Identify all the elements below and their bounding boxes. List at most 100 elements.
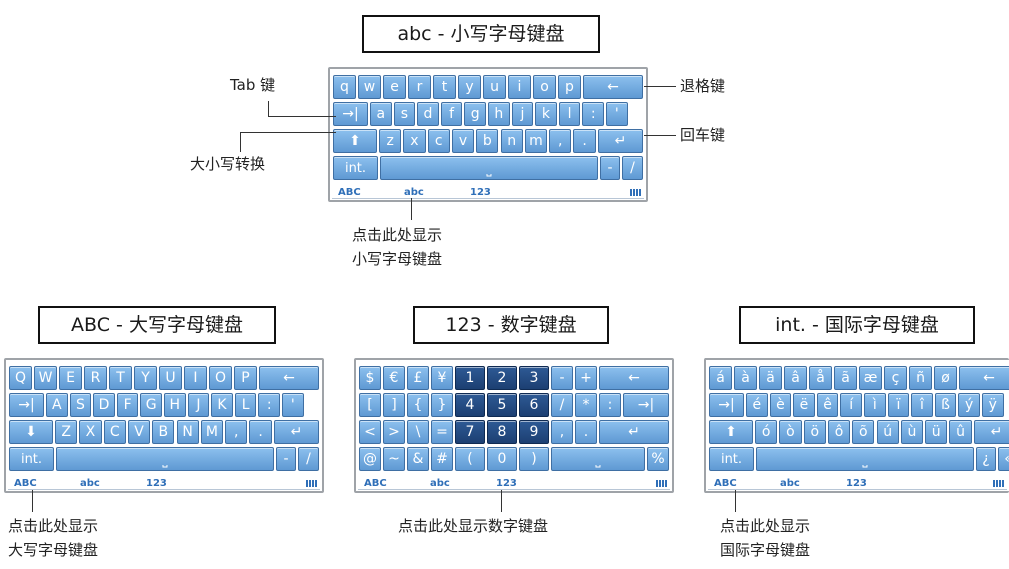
lower-key-r0-7[interactable]: i (508, 75, 531, 99)
lower-tab-abc[interactable]: abc (404, 187, 424, 198)
lower-key-r2-4[interactable]: v (451, 129, 475, 153)
numeric-key-r0-8[interactable]: + (575, 366, 597, 390)
numeric-key-r1-5[interactable]: 5 (487, 393, 517, 417)
numeric-key-r3-2[interactable]: & (407, 447, 429, 471)
intl-key-r0-4[interactable]: å (809, 366, 832, 390)
upper-key-r3-2[interactable]: - (276, 447, 296, 471)
upper-key-r0-10[interactable]: ← (259, 366, 319, 390)
lower-key-r1-2[interactable]: s (393, 102, 416, 126)
upper-key-r2-10[interactable]: ↵ (274, 420, 319, 444)
numeric-key-r1-8[interactable]: * (575, 393, 597, 417)
numeric-key-r2-1[interactable]: > (383, 420, 405, 444)
lower-key-r0-6[interactable]: u (483, 75, 506, 99)
lower-key-r2-6[interactable]: n (500, 129, 523, 153)
numeric-key-r2-0[interactable]: < (359, 420, 381, 444)
upper-key-r1-9[interactable]: L (234, 393, 257, 417)
intl-key-r1-5[interactable]: í (840, 393, 862, 417)
lower-key-r3-2[interactable]: - (600, 156, 620, 180)
intl-key-r0-7[interactable]: ç (884, 366, 907, 390)
intl-key-r1-0[interactable]: →| (709, 393, 744, 417)
upper-key-r0-6[interactable]: U (159, 366, 182, 390)
lower-tab-123[interactable]: 123 (470, 187, 491, 198)
numeric-key-r0-2[interactable]: £ (407, 366, 429, 390)
intl-key-r0-9[interactable]: ø (934, 366, 957, 390)
upper-key-r1-6[interactable]: H (164, 393, 186, 417)
numeric-key-r1-3[interactable]: } (431, 393, 453, 417)
upper-key-r1-4[interactable]: F (116, 393, 139, 417)
numeric-key-r0-6[interactable]: 3 (519, 366, 549, 390)
numeric-key-r0-1[interactable]: € (383, 366, 405, 390)
lower-key-r0-0[interactable]: q (333, 75, 356, 99)
upper-key-r0-2[interactable]: E (59, 366, 82, 390)
numeric-tab-123[interactable]: 123 (496, 478, 517, 489)
intl-key-r1-2[interactable]: è (769, 393, 792, 417)
upper-key-r0-7[interactable]: I (184, 366, 207, 390)
lower-keyboard-grid-icon[interactable] (630, 189, 642, 196)
lower-key-r2-5[interactable]: b (476, 129, 499, 153)
numeric-key-r1-1[interactable]: ] (383, 393, 405, 417)
lower-key-r1-11[interactable]: ' (606, 102, 628, 126)
numeric-key-r3-7[interactable]: ⎵ (551, 447, 645, 471)
lower-key-r3-1[interactable]: ⎵ (380, 156, 598, 180)
intl-key-r2-8[interactable]: ü (925, 420, 948, 444)
intl-key-r0-2[interactable]: ä (759, 366, 782, 390)
intl-key-r0-3[interactable]: â (784, 366, 807, 390)
upper-key-r2-5[interactable]: B (152, 420, 175, 444)
upper-key-r0-0[interactable]: Q (9, 366, 32, 390)
lower-key-r0-4[interactable]: t (433, 75, 456, 99)
lower-key-r3-3[interactable]: / (622, 156, 643, 180)
upper-key-r2-0[interactable]: ⬇ (9, 420, 53, 444)
numeric-key-r2-8[interactable]: . (575, 420, 597, 444)
intl-key-r0-8[interactable]: ñ (909, 366, 932, 390)
lower-key-r2-8[interactable]: , (549, 129, 572, 153)
lower-key-r0-5[interactable]: y (458, 75, 481, 99)
numeric-tab-abc[interactable]: ABC (364, 478, 387, 489)
lower-key-r0-2[interactable]: e (383, 75, 406, 99)
intl-key-r2-5[interactable]: õ (852, 420, 875, 444)
intl-key-r1-1[interactable]: é (746, 393, 768, 417)
lower-key-r1-1[interactable]: a (370, 102, 392, 126)
upper-key-r3-0[interactable]: int. (9, 447, 54, 471)
intl-keyboard-grid-icon[interactable] (993, 480, 1005, 487)
numeric-key-r1-4[interactable]: 4 (455, 393, 485, 417)
lower-key-r0-10[interactable]: ← (583, 75, 643, 99)
upper-key-r1-8[interactable]: K (211, 393, 233, 417)
upper-key-r0-1[interactable]: W (34, 366, 57, 390)
intl-key-r0-1[interactable]: à (734, 366, 757, 390)
upper-keyboard-grid-icon[interactable] (306, 480, 318, 487)
upper-key-r0-9[interactable]: P (234, 366, 257, 390)
numeric-key-r1-10[interactable]: →| (623, 393, 669, 417)
upper-key-r2-9[interactable]: . (249, 420, 272, 444)
numeric-tab-abc[interactable]: abc (430, 478, 450, 489)
numeric-key-r3-1[interactable]: ~ (383, 447, 405, 471)
upper-key-r2-2[interactable]: X (79, 420, 102, 444)
intl-key-r1-8[interactable]: î (911, 393, 933, 417)
numeric-key-r3-5[interactable]: 0 (487, 447, 517, 471)
lower-key-r1-10[interactable]: : (582, 102, 604, 126)
intl-key-r2-6[interactable]: ú (876, 420, 899, 444)
lower-key-r1-9[interactable]: l (558, 102, 581, 126)
intl-key-r3-3[interactable]: « (998, 447, 1009, 471)
numeric-key-r2-5[interactable]: 8 (487, 420, 517, 444)
intl-key-r3-1[interactable]: ⎵ (756, 447, 974, 471)
numeric-key-r2-7[interactable]: , (551, 420, 573, 444)
upper-key-r2-6[interactable]: N (176, 420, 199, 444)
intl-tab-123[interactable]: 123 (846, 478, 867, 489)
numeric-keyboard-grid-icon[interactable] (656, 480, 668, 487)
intl-key-r1-7[interactable]: ï (887, 393, 910, 417)
numeric-key-r1-0[interactable]: [ (359, 393, 381, 417)
intl-key-r1-11[interactable]: ÿ (982, 393, 1004, 417)
numeric-key-r1-9[interactable]: : (599, 393, 621, 417)
upper-tab-abc[interactable]: ABC (14, 478, 37, 489)
upper-tab-123[interactable]: 123 (146, 478, 167, 489)
upper-key-r2-1[interactable]: Z (55, 420, 78, 444)
numeric-key-r3-6[interactable]: ) (519, 447, 549, 471)
intl-key-r0-5[interactable]: ã (834, 366, 857, 390)
upper-key-r2-4[interactable]: V (127, 420, 151, 444)
intl-key-r2-0[interactable]: ⬆ (709, 420, 753, 444)
lower-key-r0-9[interactable]: p (558, 75, 581, 99)
numeric-key-r2-4[interactable]: 7 (455, 420, 485, 444)
lower-key-r2-0[interactable]: ⬆ (333, 129, 377, 153)
upper-key-r1-11[interactable]: ' (282, 393, 304, 417)
intl-key-r0-0[interactable]: á (709, 366, 732, 390)
